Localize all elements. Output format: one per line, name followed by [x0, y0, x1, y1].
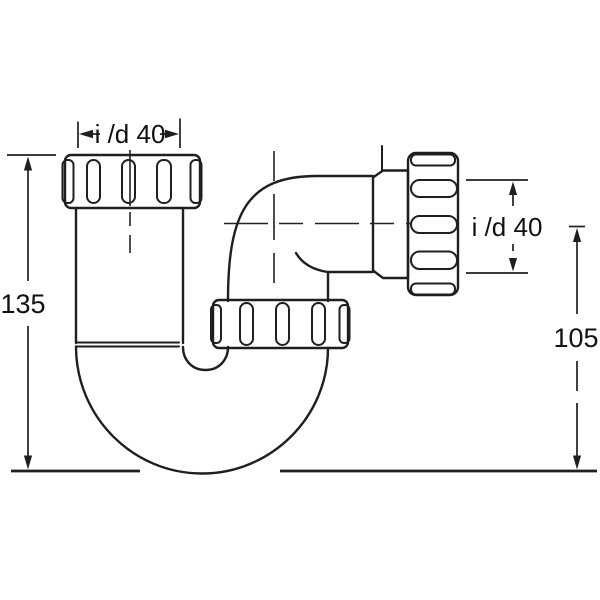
elbow	[226, 174, 375, 303]
u-bend-inner-wall	[181, 345, 230, 372]
swivel-nut	[210, 298, 351, 350]
arrow-down	[23, 455, 33, 470]
inlet-nut-slot	[86, 159, 101, 204]
swivel-nut-right-facet	[338, 304, 351, 344]
outlet-nut-top-facet	[410, 153, 456, 167]
outlet-nut-slot	[410, 215, 458, 234]
centerlines	[129, 150, 412, 296]
dim-outlet-height: 105	[553, 225, 599, 470]
outlet-nut-slot	[410, 179, 458, 198]
swivel-nut-slot	[275, 302, 290, 346]
outlet-nut	[406, 151, 460, 297]
swivel-nut-body	[211, 298, 350, 350]
outlet-nut-body	[406, 151, 460, 297]
arrow-up	[23, 156, 33, 171]
arrow-left	[79, 129, 93, 139]
swivel-nut-slot	[239, 302, 254, 346]
inlet-nut-right-facet	[189, 159, 203, 204]
inlet-nut-left-facet	[61, 159, 75, 204]
dim-inlet-bore: i /d 40	[77, 118, 181, 149]
arrow-down	[508, 258, 518, 272]
swivel-nut-left-facet	[210, 304, 222, 344]
arrow-right	[165, 129, 179, 139]
inlet-bore-label: i /d 40	[95, 119, 166, 149]
arrow-up	[508, 181, 518, 195]
outlet-collar	[371, 145, 410, 280]
outlet-nut-slot	[410, 250, 458, 270]
inlet-nut-slot	[121, 159, 136, 204]
outlet-nut-bottom-facet	[410, 282, 456, 296]
inlet-nut-body	[63, 153, 202, 210]
outlet-height-label: 105	[553, 323, 598, 353]
swivel-nut-slot	[311, 302, 326, 346]
u-bend	[74, 345, 330, 475]
arrow-up	[572, 228, 582, 242]
inlet-nut	[61, 153, 203, 210]
arrow-down	[572, 455, 582, 470]
u-bend-outer-wall	[74, 345, 330, 475]
elbow-inner-wall	[294, 251, 375, 274]
outlet-bore-label: i /d 40	[472, 212, 543, 242]
inlet-nut-slot	[156, 159, 172, 204]
dim-outlet-bore: i /d 40	[466, 179, 543, 274]
inlet-pipe	[74, 206, 185, 348]
dim-overall-height: 135	[0, 154, 56, 470]
overall-height-label: 135	[0, 289, 45, 319]
elbow-outer-wall	[226, 174, 375, 303]
